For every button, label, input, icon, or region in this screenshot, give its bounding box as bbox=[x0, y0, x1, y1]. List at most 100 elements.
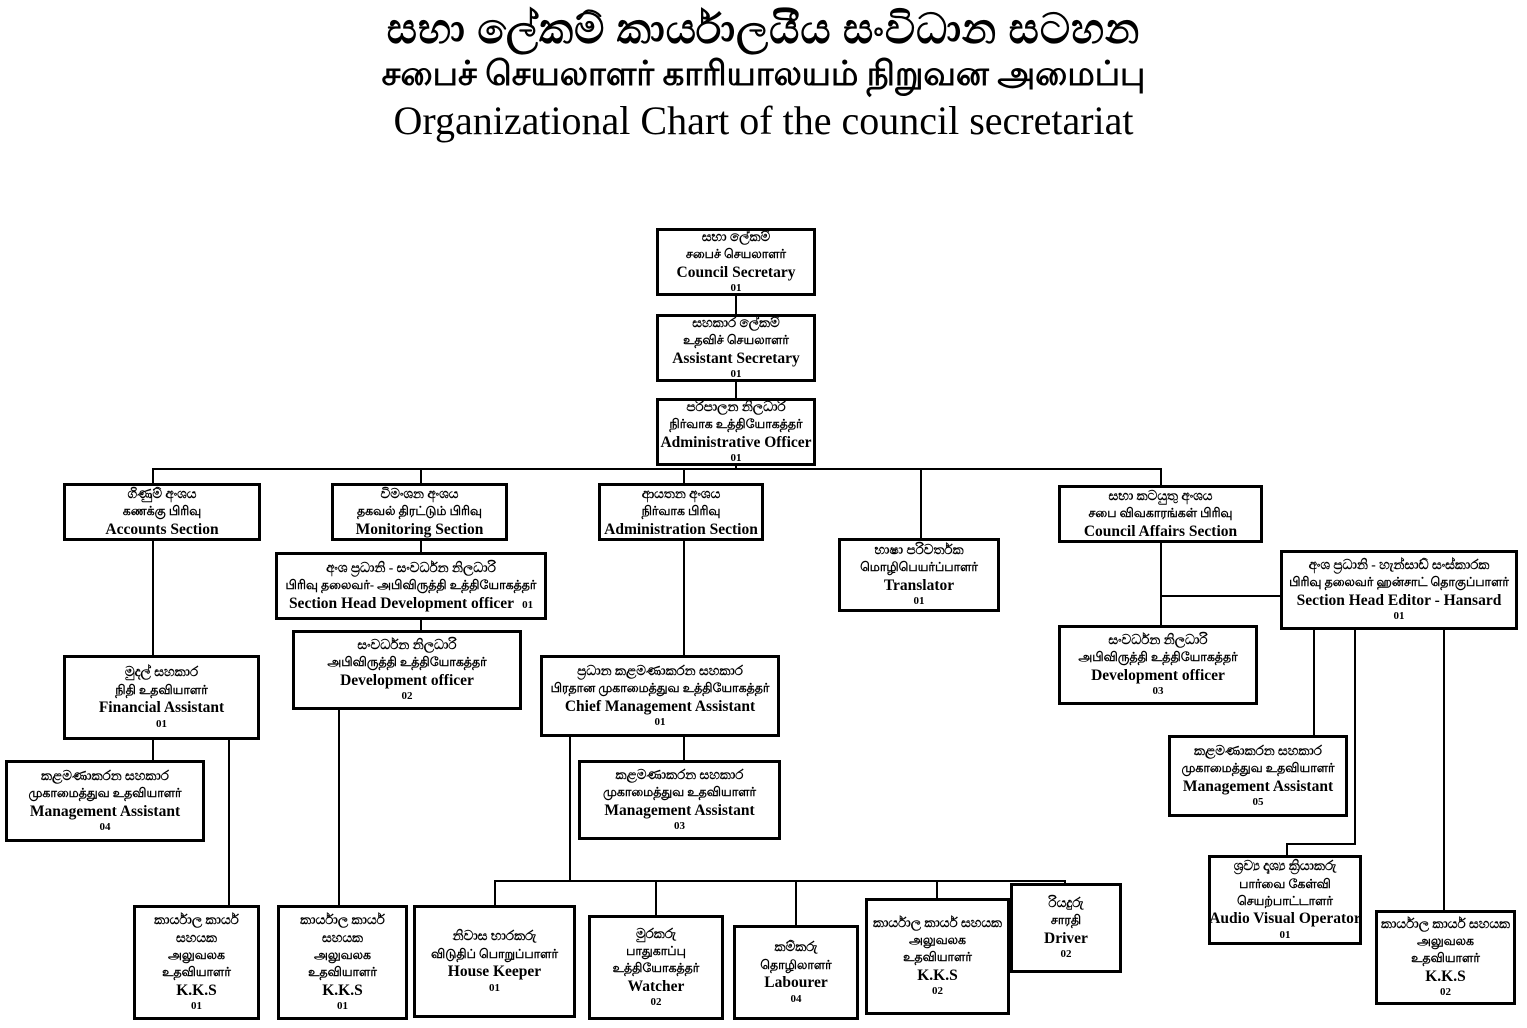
label-tamil: அலுவலக bbox=[908, 933, 967, 948]
connector-line bbox=[1313, 630, 1315, 735]
headcount: 02 bbox=[1440, 986, 1451, 999]
label-english: Section Head Editor - Hansard bbox=[1296, 591, 1502, 609]
connector-line bbox=[420, 470, 422, 483]
label-english: Chief Management Assistant bbox=[564, 697, 756, 715]
connector-line bbox=[1286, 843, 1288, 857]
label-sinhala: ප්‍රධාන කළමණාකරන සහකාර bbox=[577, 662, 743, 678]
node-house-keeper: නිවාස භාරකරුவிடுதிப் பொறுப்பாளர்House Ke… bbox=[413, 905, 576, 1018]
title-sinhala: සභා ලේකම් කාර්යාලයීය සංවිධාන සටහන bbox=[386, 7, 1141, 53]
label-tamil: பிரிவு தலைவர் ஹன்சாட் தொகுப்பாளர் bbox=[1289, 575, 1509, 590]
label-sinhala: නිවාස භාරකරු bbox=[452, 928, 537, 944]
label-sinhala: කාර්යාල කාර්ය සහයක bbox=[1380, 915, 1511, 931]
node-administrative-officer: පරිපාලන නිලධාරිநிர்வாக உத்தியோகத்தர்Admi… bbox=[656, 398, 816, 466]
label-english: Administrative Officer bbox=[660, 433, 812, 451]
label-sinhala: සංවර්ධන නිලධාරි bbox=[1108, 631, 1208, 647]
label-sinhala: කාර්යාල කාර්ය සහයක bbox=[872, 914, 1003, 930]
label-english: Translator bbox=[883, 576, 955, 594]
connector-line bbox=[152, 470, 154, 483]
label-sinhala: විමංශන අංශය bbox=[380, 485, 459, 501]
connector-line bbox=[655, 882, 657, 915]
label-sinhala: කළමණාකරන සහකාර bbox=[615, 766, 744, 782]
node-chief-management-assistant: ප්‍රධාන කළමණාකරන සහකාර பிரதான முகாமைத்துவ… bbox=[540, 655, 780, 737]
label-sinhala: මුදල් සහකාර bbox=[124, 664, 199, 680]
connector-line bbox=[1354, 630, 1356, 843]
connector-line bbox=[152, 468, 1162, 470]
label-sinhala: සහයක bbox=[322, 930, 363, 946]
label-english: Labourer bbox=[764, 974, 828, 992]
label-tamil: நிர்வாக பிரிவு bbox=[641, 503, 721, 518]
label-english: Section Head Development officer bbox=[288, 594, 515, 612]
label-english: Management Assistant bbox=[29, 802, 181, 820]
headcount: 01 bbox=[654, 716, 666, 729]
headcount: 01 bbox=[337, 1000, 348, 1013]
node-administration-section: ආයතන අංශය நிர்வாக பிரிவு Administration Se… bbox=[598, 483, 764, 541]
label-tamil: பிரிவு தலைவர்- அபிவிருத்தி உத்தியோகத்தர் bbox=[285, 577, 537, 592]
connector-line bbox=[920, 470, 922, 538]
connector-line bbox=[228, 740, 230, 905]
connector-line bbox=[494, 882, 496, 905]
label-english: K.K.S bbox=[1425, 967, 1466, 985]
label-tamil: சபைச் செயலாளர் bbox=[685, 247, 787, 262]
label-sinhala: සභා ලේකම් bbox=[701, 228, 771, 244]
node-audio-visual-operator: ශ්‍රව්‍ය දෘශ්‍ය ක්‍රියාකරුபார்வை கேள்விச… bbox=[1208, 855, 1362, 945]
label-sinhala: ආයතන අංශය bbox=[641, 485, 721, 501]
connector-line bbox=[1160, 470, 1162, 485]
label-english: Financial Assistant bbox=[98, 699, 225, 717]
label-english: Accounts Section bbox=[105, 520, 219, 538]
label-tamil: செயற்பாட்டாளர் bbox=[1237, 893, 1333, 908]
node-assistant-secretary: සහකාර ලේකම්உதவிச் செயலாளர்Assistant Secr… bbox=[656, 314, 816, 382]
headcount: 04 bbox=[790, 992, 802, 1005]
label-tamil: கணக்கு பிரிவு bbox=[122, 503, 202, 518]
headcount: 01 bbox=[489, 981, 500, 994]
node-council-secretary: සභා ලේකම්சபைச் செயலாளர்Council Secretary… bbox=[656, 228, 816, 296]
label-english: Driver bbox=[1044, 929, 1088, 947]
connector-line bbox=[1443, 630, 1445, 910]
label-english: Monitoring Section bbox=[355, 520, 484, 538]
label-tamil: உதவியாளர் bbox=[903, 950, 972, 965]
label-english: Development officer bbox=[1091, 666, 1225, 684]
label-sinhala: කාර්යාල කාර්ය bbox=[154, 911, 239, 927]
connector-line bbox=[152, 541, 154, 655]
connector-line bbox=[420, 541, 422, 552]
label-tamil: அலுவலக bbox=[313, 948, 372, 963]
label-tamil: சாரதி bbox=[1050, 913, 1082, 928]
label-english: Council Affairs Section bbox=[1083, 522, 1238, 540]
connector-line bbox=[795, 882, 797, 925]
label-sinhala: සංවර්ධන නිලධාරි bbox=[357, 636, 457, 652]
connector-line bbox=[936, 882, 938, 898]
connector-line bbox=[683, 470, 685, 483]
connector-line bbox=[1160, 595, 1282, 597]
label-tamil: பார்வை கேள்வி bbox=[1239, 876, 1331, 891]
headcount: 02 bbox=[1060, 948, 1072, 961]
label-tamil: முகாமைத்துவ உதவியாளர் bbox=[28, 786, 182, 801]
label-tamil: நிர்வாக உத்தியோகத்தர் bbox=[669, 417, 803, 432]
label-tamil: அபிவிருத்தி உத்தியோகத்தர் bbox=[1078, 650, 1238, 665]
node-section-head-development-officer: අංශ ප්‍රධානි - සංවර්ධන නිලධාරි பிரிவு தலை… bbox=[275, 552, 547, 620]
headcount: 01 bbox=[913, 595, 925, 608]
label-tamil: உத்தியோகத்தர் bbox=[612, 961, 700, 976]
connector-line bbox=[683, 737, 685, 760]
label-english: House Keeper bbox=[447, 963, 542, 981]
connector-line bbox=[338, 710, 340, 905]
label-tamil: பிரதான முகாமைத்துவ உத்தியோகத்தர் bbox=[550, 681, 770, 696]
label-tamil: மொழிபெயர்ப்பாளர் bbox=[860, 560, 978, 575]
connector-line bbox=[683, 541, 685, 655]
connector-line bbox=[735, 296, 737, 314]
connector-line bbox=[1160, 543, 1162, 625]
label-sinhala: කම්කරු bbox=[774, 939, 818, 955]
label-english: Watcher bbox=[627, 977, 685, 995]
label-english: Management Assistant bbox=[1182, 777, 1334, 795]
label-sinhala: අංශ ප්‍රධානි - සංවර්ධන නිලධාරි bbox=[326, 559, 496, 575]
label-sinhala: මුරකරු bbox=[635, 925, 677, 941]
label-english: Administration Section bbox=[604, 520, 758, 538]
label-tamil: உதவியாளர் bbox=[1411, 951, 1480, 966]
